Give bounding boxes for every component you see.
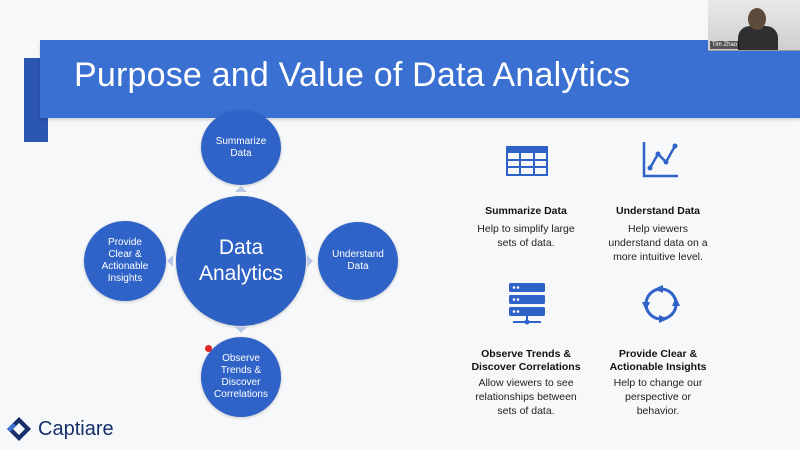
participant-body: [738, 26, 778, 50]
arrow-up: [235, 186, 247, 192]
arrow-down: [235, 327, 247, 333]
block-desc-understand: Help viewers understand data on a more i…: [608, 223, 708, 263]
block-title-summarize: Summarize Data: [485, 205, 567, 217]
title-banner: [40, 40, 800, 118]
circle-data-analytics: Data Analytics: [176, 196, 306, 326]
circle-understand-data: Understand Data: [318, 222, 398, 300]
circle-center-label: Data Analytics: [198, 236, 284, 285]
arrow-right: [307, 255, 313, 267]
captiare-logo: Captiare: [6, 416, 114, 442]
circle-summarize-label: Summarize Data: [215, 135, 267, 159]
circle-understand-label: Understand Data: [332, 249, 384, 272]
circle-observe-label: Observe Trends & Discover Correlations: [214, 353, 268, 400]
block-desc-observe: Allow viewers to see relationships betwe…: [475, 377, 577, 417]
participant-name: Tim Zhao: [710, 41, 740, 49]
refresh-icon: [642, 285, 680, 323]
pointer-dot: [205, 345, 212, 352]
captiare-logo-icon: [7, 417, 31, 441]
table-icon: [506, 146, 548, 176]
circle-actionable-insights: Provide Clear & Actionable Insights: [84, 221, 166, 301]
slide-title: Purpose and Value of Data Analytics: [74, 56, 631, 94]
video-thumbnail[interactable]: Tim Zhao: [708, 0, 800, 51]
block-title-insights: Provide Clear & Actionable Insights: [609, 348, 707, 373]
captiare-logo-text: Captiare: [38, 417, 114, 440]
participant-head: [748, 8, 766, 30]
block-desc-summarize: Help to simplify large sets of data.: [477, 223, 575, 249]
line-chart-icon: [642, 140, 680, 178]
block-title-understand: Understand Data: [615, 205, 700, 217]
circle-insights-label: Provide Clear & Actionable Insights: [101, 237, 149, 284]
block-title-observe: Observe Trends & Discover Correlations: [471, 348, 581, 373]
arrow-left: [167, 255, 173, 267]
block-desc-insights: Help to change our perspective or behavi…: [613, 377, 703, 417]
circle-observe-trends: Observe Trends & Discover Correlations: [201, 337, 281, 417]
circle-summarize-data: Summarize Data: [201, 110, 281, 185]
server-icon: [507, 282, 547, 326]
